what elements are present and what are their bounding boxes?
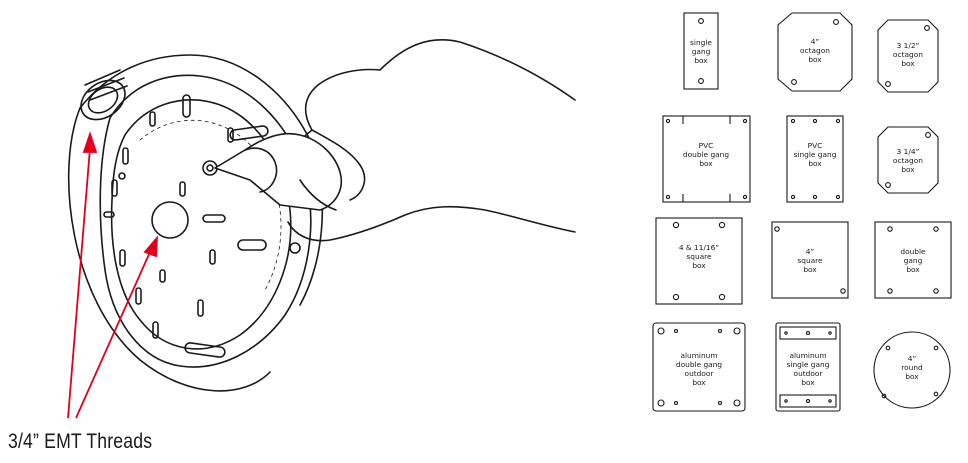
arrow-to-center-hole [75,251,151,419]
aluminum-double-gang-outdoor-label-line: outdoor [685,369,715,378]
single-gang-label-line: gang [692,47,711,56]
pvc-double-gang-label-line: PVC [699,141,714,150]
hand-with-screwdriver [214,39,576,242]
arrowhead-port [82,131,98,153]
3-5in-octagon-box [877,19,939,93]
4in-square-label-line: 4” [806,247,815,256]
aluminum-single-gang-outdoor-label-line: single gang [787,360,830,369]
4in-octagon-label-line: box [808,55,822,64]
4in-round-label-line: 4” [908,354,917,363]
4in-square-box [771,221,849,299]
pvc-single-gang-label-line: PVC [808,141,823,150]
4in-square-label-line: square [797,256,823,265]
4in-round-label-line: box [905,372,919,381]
pvc-double-gang-label-line: box [699,159,713,168]
compatible-boxes [652,12,952,412]
arrowhead-center [143,235,159,258]
4-11-16-square-label-line: box [692,261,706,270]
3-25in-octagon-box [877,126,939,194]
aluminum-double-gang-outdoor-box [652,322,746,412]
aluminum-double-gang-outdoor-label-line: box [692,378,706,387]
pvc-double-gang-label-line: double gang [683,150,729,159]
aluminum-single-gang-outdoor-label-line: outdoor [794,369,824,378]
4in-octagon-box [777,12,853,92]
aluminum-double-gang-outdoor-label-line: double gang [676,360,722,369]
single-gang-label-line: box [694,56,708,65]
single-gang-box [683,12,719,90]
callout-arrows [67,131,159,419]
single-gang-label-line: single [690,38,712,47]
3-25in-octagon-label-line: box [901,165,915,174]
4-11-16-square-label-line: 4 & 11/16” [679,243,719,252]
4in-round-label-line: round [901,363,923,372]
pvc-double-gang-box [662,115,751,203]
aluminum-double-gang-outdoor-label-line: aluminum [680,351,717,360]
3-25in-octagon-label-line: octagon [893,156,923,165]
3-5in-octagon-label-line: box [901,59,915,68]
4in-octagon-label-line: 4” [811,37,820,46]
3-5in-octagon-label-line: 3 1/2” [897,41,920,50]
4in-square-label-line: box [803,265,817,274]
3-25in-octagon-label-line: 3 1/4” [897,147,920,156]
4-11-16-square-label-line: square [686,252,712,261]
double-gang-box [874,221,952,299]
pvc-single-gang-label-line: single gang [794,150,837,159]
4in-round-box [873,331,951,409]
double-gang-label-line: double [900,247,926,256]
3-5in-octagon-label-line: octagon [893,50,923,59]
double-gang-label-line: gang [904,256,923,265]
aluminum-single-gang-outdoor-box [775,322,841,412]
4-11-16-square-box [655,217,743,305]
mount-base-illustration [67,54,324,392]
double-gang-label-line: box [906,265,920,274]
aluminum-single-gang-outdoor-label-line: aluminum [789,351,826,360]
emt-threads-callout-label: 3/4” EMT Threads [8,430,153,453]
arrow-to-port [67,147,91,419]
4in-octagon-label-line: octagon [800,46,830,55]
aluminum-single-gang-outdoor-label-line: box [801,378,815,387]
pvc-single-gang-label-line: box [808,159,822,168]
pvc-single-gang-box [786,115,844,203]
